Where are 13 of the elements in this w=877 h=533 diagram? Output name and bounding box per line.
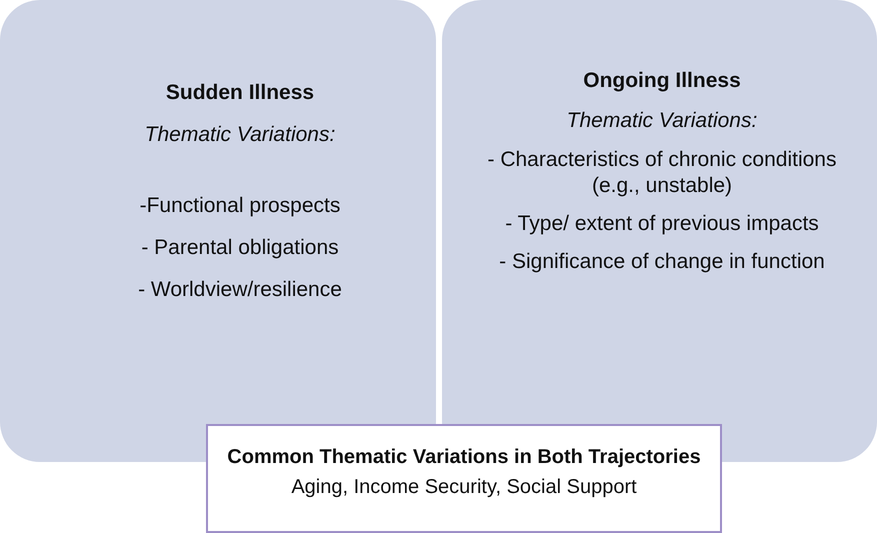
list-item: -Functional prospects	[138, 192, 342, 218]
heading: Common Thematic Variations in Both Trajectories	[226, 445, 702, 470]
list-item: - Characteristics of chronic conditions (e.g., unstable)	[486, 146, 838, 199]
list-item: Aging, Income Security, Social Support	[290, 475, 638, 500]
list-item: - Parental obligations	[140, 234, 340, 261]
heading: Ongoing Illness	[582, 68, 742, 94]
list-item: - Type/ extent of previous impacts	[504, 211, 820, 237]
heading: Sudden Illness	[164, 80, 316, 106]
list-item: - Significance of change in function	[498, 249, 826, 276]
subheading: Thematic Variations:	[566, 108, 758, 134]
subheading: Thematic Variations:	[144, 122, 336, 148]
list-item: - Worldview/resilience	[137, 277, 343, 303]
summary-box	[206, 424, 722, 533]
